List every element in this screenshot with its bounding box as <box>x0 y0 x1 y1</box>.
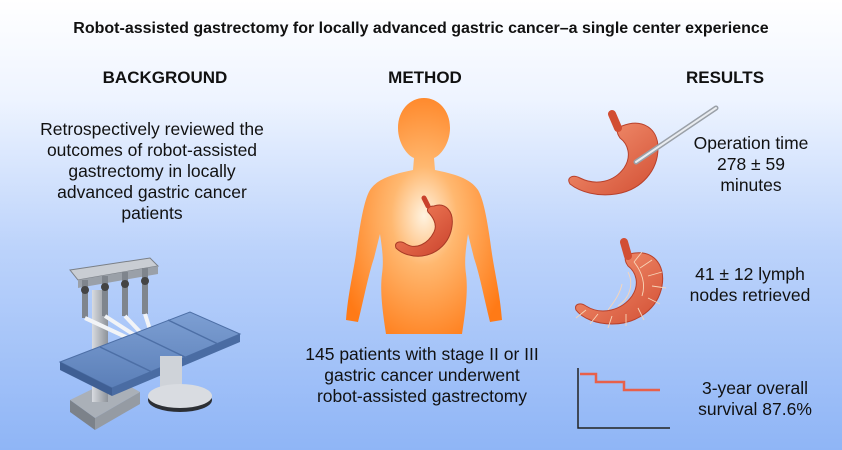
body-silhouette-icon <box>346 98 502 334</box>
results-heading: RESULTS <box>685 68 765 87</box>
stomach-instrument-icon <box>568 105 719 196</box>
page-title: Robot-assisted gastrectomy for locally a… <box>73 20 769 37</box>
method-text: 145 patients with stage II or III gastri… <box>305 344 539 406</box>
survival-curve-icon <box>577 368 670 429</box>
result-lymph-nodes: 41 ± 12 lymph nodes retrieved <box>689 264 811 305</box>
robot-surgical-system-icon <box>58 257 242 430</box>
result-survival: 3-year overall survival 87.6% <box>698 378 812 419</box>
background-heading: BACKGROUND <box>102 68 228 87</box>
method-heading: METHOD <box>388 68 462 87</box>
stomach-vessels-icon <box>575 238 667 329</box>
result-operation-time: Operation time 278 ± 59 minutes <box>693 133 809 195</box>
background-text: Retrospectively reviewed the outcomes of… <box>40 119 264 223</box>
